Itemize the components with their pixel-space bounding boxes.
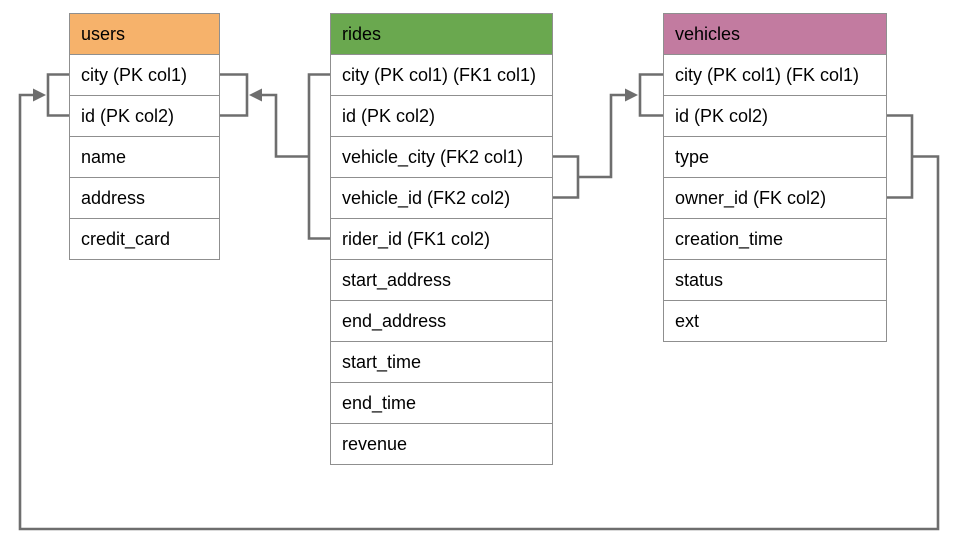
table-row: city (PK col1) (FK1 col1): [331, 54, 552, 95]
table-row: vehicle_city (FK2 col1): [331, 136, 552, 177]
table-rides-title: rides: [342, 23, 382, 44]
table-vehicles-title: vehicles: [675, 23, 741, 44]
fk-arrowhead-icon: [33, 88, 46, 102]
table-row: revenue: [331, 423, 552, 464]
table-row: status: [664, 259, 886, 300]
table-rides-rows: city (PK col1) (FK1 col1)id (PK col2)veh…: [331, 54, 552, 464]
table-rides: rides city (PK col1) (FK1 col1)id (PK co…: [330, 13, 553, 465]
table-row: start_time: [331, 341, 552, 382]
table-vehicles-header: vehicles: [664, 14, 886, 54]
table-row: city (PK col1): [70, 54, 219, 95]
table-row: credit_card: [70, 218, 219, 259]
table-users-header: users: [70, 14, 219, 54]
table-row: id (PK col2): [70, 95, 219, 136]
table-row: start_address: [331, 259, 552, 300]
fk2-connector-rides-vehicles: [552, 73, 664, 199]
table-rides-header: rides: [331, 14, 552, 54]
fk1-users-bracket: [219, 73, 249, 117]
table-row: owner_id (FK col2): [664, 177, 886, 218]
fk2-rides-bracket: [552, 155, 580, 199]
table-row: name: [70, 136, 219, 177]
table-row: end_address: [331, 300, 552, 341]
table-row: creation_time: [664, 218, 886, 259]
fk1-connector-path: [260, 93, 309, 158]
table-row: id (PK col2): [331, 95, 552, 136]
table-row: vehicle_id (FK2 col2): [331, 177, 552, 218]
fk-connector-path: [18, 93, 940, 531]
fk2-connector-path: [578, 93, 627, 179]
table-row: type: [664, 136, 886, 177]
table-row: rider_id (FK1 col2): [331, 218, 552, 259]
fk-vehicles-bracket: [886, 114, 914, 199]
table-row: ext: [664, 300, 886, 341]
fk2-arrowhead-icon: [625, 88, 638, 102]
table-row: id (PK col2): [664, 95, 886, 136]
fk-users-bracket: [46, 73, 70, 117]
table-users-title: users: [81, 23, 126, 44]
fk1-connector-rides-users: [219, 73, 331, 240]
fk2-vehicles-bracket: [638, 73, 664, 117]
table-row: address: [70, 177, 219, 218]
table-vehicles-rows: city (PK col1) (FK col1)id (PK col2)type…: [664, 54, 886, 341]
table-vehicles: vehicles city (PK col1) (FK col1)id (PK …: [663, 13, 887, 342]
fk1-arrowhead-icon: [249, 88, 262, 102]
fk1-rides-bracket: [307, 73, 331, 240]
table-row: end_time: [331, 382, 552, 423]
fk-connector-vehicles-users: [18, 73, 940, 531]
table-row: city (PK col1) (FK col1): [664, 54, 886, 95]
